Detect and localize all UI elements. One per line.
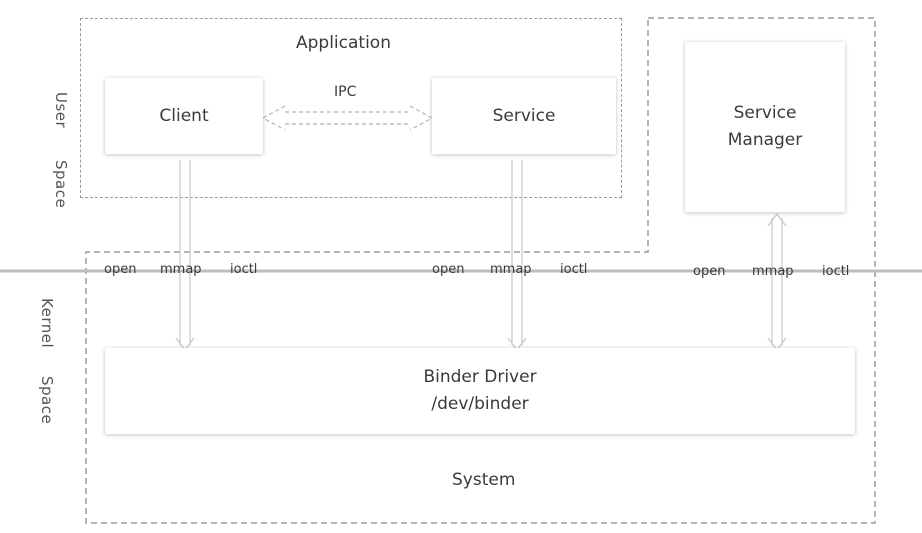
service-manager-mmap-label: mmap	[752, 264, 794, 279]
user-space-label: Space	[52, 160, 70, 209]
ipc-label: IPC	[334, 84, 357, 100]
binder-driver-box: Binder Driver /dev/binder	[105, 348, 855, 434]
kernel-space-label: Space	[38, 376, 56, 425]
service-box: Service	[432, 78, 616, 154]
application-region	[80, 18, 622, 198]
client-mmap-label: mmap	[160, 262, 202, 277]
ipc-arrow	[261, 105, 434, 131]
service-mmap-label: mmap	[490, 262, 532, 277]
service-manager-open-label: open	[693, 264, 726, 279]
application-label: Application	[296, 33, 391, 53]
client-open-label: open	[104, 262, 137, 277]
binder-driver-label-line1: Binder Driver	[423, 367, 537, 387]
kernel-label: Kernel	[38, 298, 56, 349]
service-ioctl-label: ioctl	[560, 262, 588, 277]
binder-driver-label-line2: /dev/binder	[431, 394, 529, 414]
client-label: Client	[159, 105, 209, 126]
system-label: System	[452, 470, 516, 490]
service-label: Service	[492, 105, 556, 126]
client-ioctl-label: ioctl	[230, 262, 258, 277]
client-box: Client	[105, 78, 263, 154]
service-manager-label-line2: Manager	[727, 130, 803, 150]
service-manager-label-line1: Service	[733, 103, 797, 123]
system-region-outline	[85, 17, 876, 524]
service-manager-box: Service Manager	[685, 42, 845, 212]
user-label: User	[52, 92, 70, 129]
service-open-label: open	[432, 262, 465, 277]
service-manager-ioctl-label: ioctl	[822, 264, 850, 279]
